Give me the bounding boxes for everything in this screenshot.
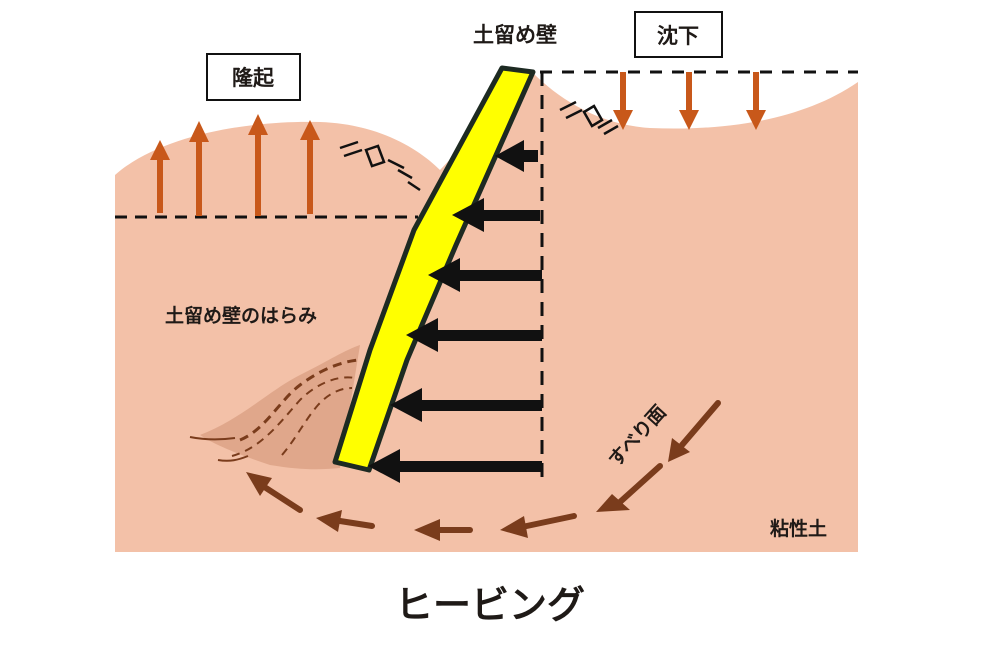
uplift-label-box (206, 53, 301, 101)
wall-bulge-label: 土留め壁のはらみ (165, 304, 317, 327)
earth-pressure-arrows (368, 140, 542, 483)
diagram-title: ヒービング (395, 583, 585, 627)
ground-hatch-left (339, 140, 421, 192)
slip-surface-arrows (246, 400, 721, 541)
bulge-dashed-line (239, 358, 359, 442)
uplift-label: 隆起 (232, 66, 275, 90)
bulge-dashed-line (281, 387, 353, 456)
ground-hatch-right (559, 100, 619, 136)
bulge-edge-line (189, 436, 236, 441)
uplift-arrows (150, 114, 320, 216)
retaining-wall (332, 65, 536, 473)
settlement-label-box (634, 11, 723, 58)
settlement-label: 沈下 (657, 24, 699, 48)
settlement-arrows (613, 72, 766, 130)
bulge-edge-line (217, 455, 249, 462)
soil-type-label: 粘性土 (770, 517, 827, 540)
wall-label: 土留め壁 (473, 23, 557, 47)
bulge-dashed-line (231, 376, 356, 457)
